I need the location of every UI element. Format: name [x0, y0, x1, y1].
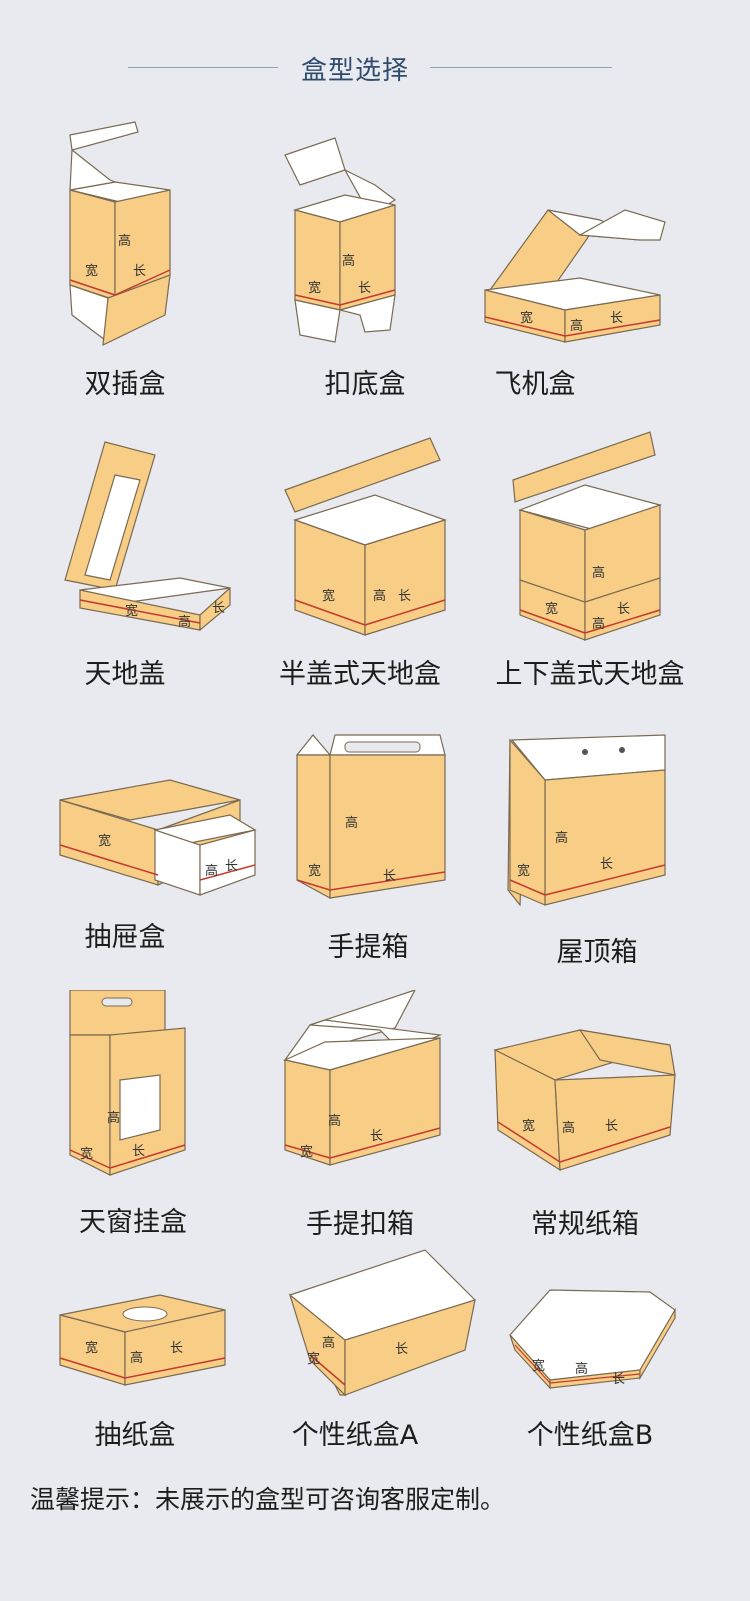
lock-bottom-box-icon: 高 宽 长	[284, 137, 397, 343]
dim-width-label: 宽	[300, 1144, 313, 1160]
dim-length-label: 长	[133, 264, 146, 279]
dim-width-label: 宽	[307, 1351, 320, 1367]
roof-box-icon: 高 宽 长	[507, 734, 666, 907]
dim-height-label: 高	[373, 588, 386, 604]
dim-height-label: 高	[178, 614, 191, 630]
dim-length-label: 长	[612, 1372, 625, 1387]
dim-length-label: 长	[132, 1144, 145, 1159]
custom-box-a-icon: 高 宽 长	[288, 1249, 476, 1397]
dim-height-label: 高	[342, 253, 355, 269]
box-label: 天窗挂盒	[79, 1207, 187, 1238]
dim-length-label: 长	[610, 311, 623, 326]
box-label: 抽纸盒	[94, 1420, 176, 1451]
section-title: 盒型选择	[300, 56, 409, 86]
dim-width-label: 宽	[517, 863, 530, 879]
dim-height-label: 高	[555, 830, 568, 846]
dim-length-label: 长	[358, 281, 371, 296]
dim-length-label: 长	[170, 1341, 183, 1356]
dim-width-label: 宽	[308, 280, 321, 296]
box-label: 扣底盒	[324, 369, 406, 400]
dim-length-label: 长	[212, 601, 225, 616]
dim-width-label: 宽	[85, 263, 98, 279]
dim-width-label: 宽	[85, 1340, 98, 1356]
dim-height-label: 高	[575, 1361, 588, 1377]
handle-lock-case-box-icon: 高 宽 长	[283, 990, 443, 1166]
dim-length-label: 长	[398, 589, 411, 604]
section-header: 盒型选择	[0, 44, 750, 90]
tissue-box-icon: 宽 高 长	[59, 1294, 226, 1386]
dim-height-label: 高	[570, 318, 583, 334]
dim-height-label: 高	[592, 565, 605, 581]
dim-length-label: 长	[605, 1119, 618, 1134]
header-divider-right	[430, 67, 612, 68]
dim-height-label: 高	[118, 233, 131, 249]
box-label: 双插盒	[84, 369, 166, 400]
dim-width-label: 宽	[322, 588, 335, 604]
dim-width-label: 宽	[308, 863, 321, 879]
custom-box-b-icon: 宽 高 长	[509, 1289, 676, 1390]
box-label: 屋顶箱	[556, 937, 638, 968]
dim-length-label: 长	[600, 857, 613, 872]
dim-width-label: 宽	[98, 833, 111, 849]
box-label: 手提扣箱	[306, 1209, 414, 1240]
mailer-box-icon: 宽 高 长	[484, 209, 666, 343]
half-lid-box-icon: 宽 高 长	[284, 437, 447, 636]
dim-height-label: 高	[205, 863, 218, 879]
dim-width-label: 宽	[532, 1358, 545, 1374]
dim-height-label: 高	[562, 1120, 575, 1136]
box-label: 手提箱	[327, 932, 409, 963]
dim-height-label: 高	[130, 1350, 143, 1366]
window-hanger-box-icon: 高 宽 长	[69, 990, 186, 1176]
box-label: 天地盖	[84, 659, 166, 690]
drawer-box-icon: 宽 高 长	[59, 779, 257, 896]
dim-height-label: 高	[328, 1113, 341, 1129]
dim-width-label: 宽	[125, 603, 138, 619]
header-divider-left	[128, 67, 278, 68]
dim-length-label: 长	[395, 1342, 408, 1357]
double-tuck-box-icon: 高 宽 长	[69, 121, 171, 347]
box-label: 飞机盒	[494, 369, 576, 400]
regular-carton-box-icon: 宽 高 长	[493, 1029, 676, 1172]
footer-tip: 温馨提示：未展示的盒型可咨询客服定制。	[30, 1485, 506, 1514]
dim-length-label: 长	[383, 869, 396, 884]
box-label: 半盖式天地盒	[279, 659, 441, 690]
dim-height-label: 高	[345, 815, 358, 831]
box-label: 常规纸箱	[531, 1209, 639, 1240]
box-label: 上下盖式天地盒	[495, 659, 685, 690]
top-bottom-lid-box-icon: 高 宽 高 长	[512, 431, 662, 641]
box-label: 个性纸盒A	[291, 1420, 419, 1451]
dim-width-label: 宽	[545, 601, 558, 617]
handle-case-box-icon: 高 宽 长	[295, 734, 446, 900]
dim-length-label: 长	[225, 859, 238, 874]
dim-width-label: 宽	[522, 1118, 535, 1134]
dim-length-label: 长	[617, 602, 630, 617]
box-label: 个性纸盒B	[526, 1420, 654, 1451]
dim-height-label: 高	[107, 1110, 120, 1126]
dim-height-label: 高	[322, 1335, 335, 1351]
dim-height-label-lower: 高	[592, 616, 605, 632]
dim-width-label: 宽	[80, 1146, 93, 1162]
lid-base-box-icon: 宽 高 长	[64, 441, 231, 632]
box-label: 抽屉盒	[84, 922, 166, 953]
dim-width-label: 宽	[520, 310, 533, 326]
dim-length-label: 长	[370, 1129, 383, 1144]
